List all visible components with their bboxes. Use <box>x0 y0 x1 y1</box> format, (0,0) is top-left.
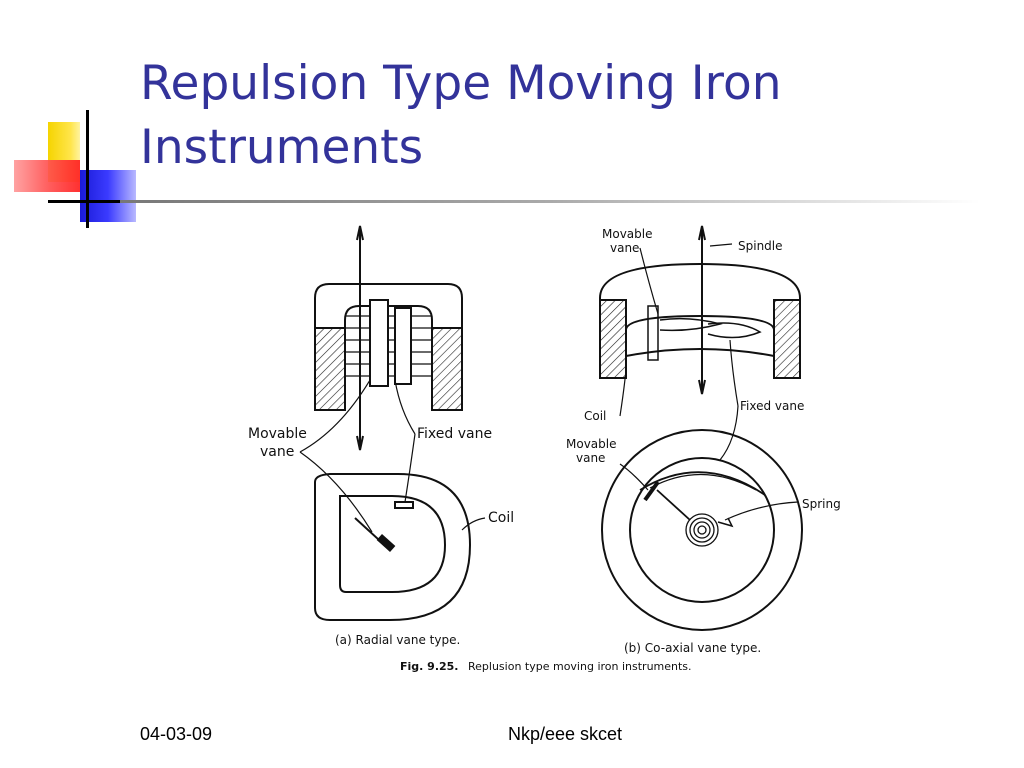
radial-caption: (a) Radial vane type. <box>335 633 460 647</box>
coaxial-spindle-label: Spindle <box>738 239 783 253</box>
radial-coil-section <box>314 283 463 411</box>
coaxial-spindle <box>698 225 706 395</box>
coaxial-leader-lines <box>619 243 799 521</box>
radial-fixed-vane-label: Fixed vane <box>417 426 492 442</box>
coaxial-movable-vane-label-2: vane <box>576 451 605 465</box>
title-underline <box>120 200 980 203</box>
radial-plan-view <box>314 473 472 621</box>
coaxial-coil-section <box>599 262 801 379</box>
radial-vane-diagram <box>299 225 486 621</box>
radial-spindle <box>356 225 364 451</box>
slide-title: Repulsion Type Moving Iron Instruments <box>140 56 782 175</box>
figure-caption: Fig. 9.25. Replusion type moving iron in… <box>400 660 692 673</box>
decor-horizontal-line <box>48 200 136 203</box>
radial-movable-vane-label-1: Movable <box>248 426 307 442</box>
footer-date: 04-03-09 <box>140 724 213 744</box>
spring-icon <box>685 513 719 547</box>
coaxial-coil-label: Coil <box>584 409 606 423</box>
decor-red-square <box>14 160 80 192</box>
radial-movable-vane-label-2: vane <box>260 444 294 460</box>
coaxial-spring-label: Spring <box>802 497 841 511</box>
coaxial-vane-diagram <box>599 225 803 631</box>
instrument-figure: Movable vane Fixed vane Coil (a) Radial … <box>248 225 841 673</box>
coaxial-fixed-vane-label: Fixed vane <box>740 399 804 413</box>
coaxial-movable-vane-top-label-2: vane <box>610 241 639 255</box>
coaxial-caption: (b) Co-axial vane type. <box>624 641 761 655</box>
coaxial-labels: Movable vane Spindle Coil Fixed vane Mov… <box>566 227 841 655</box>
footer-author: Nkp/eee skcet <box>508 724 623 744</box>
coaxial-plan-view <box>601 429 803 631</box>
decor-vertical-line <box>86 110 89 228</box>
figure-caption-text: Replusion type moving iron instruments. <box>468 660 692 673</box>
radial-leader-lines <box>299 379 486 533</box>
radial-coil-label: Coil <box>488 510 514 526</box>
radial-labels: Movable vane Fixed vane Coil (a) Radial … <box>248 426 514 647</box>
coaxial-movable-vane-top-label-1: Movable <box>602 227 652 241</box>
decor-blue-square <box>80 170 136 222</box>
coaxial-movable-vane-label-1: Movable <box>566 437 616 451</box>
figure-number: Fig. 9.25. <box>400 660 459 673</box>
